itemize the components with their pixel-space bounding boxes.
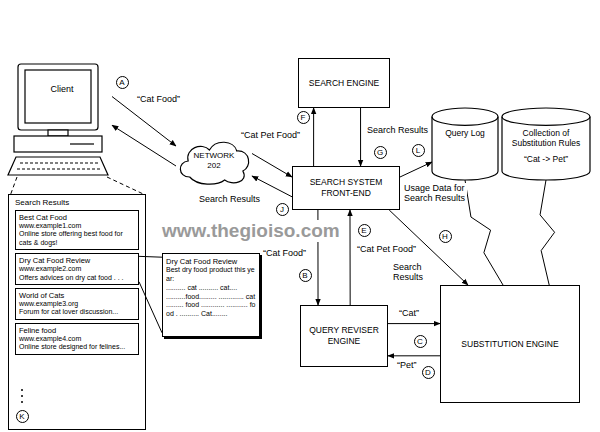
flow-arrow	[139, 282, 162, 333]
node-text: www.example4.com	[19, 335, 135, 343]
cylinder-outline	[432, 108, 498, 180]
node-text: .......... cat .......... cat.... ......…	[166, 284, 256, 319]
lightning-link	[465, 180, 503, 285]
desktop-unit	[14, 136, 102, 152]
edge-label: Search Results	[366, 125, 429, 135]
cylinder-rim	[502, 117, 590, 126]
callout-letter: A	[116, 76, 129, 89]
edge-label: Search Results	[198, 194, 261, 204]
flow-arrow	[400, 162, 432, 177]
callout-letter: L	[412, 144, 425, 157]
cloud-path	[180, 142, 248, 184]
node-text: Best dry food product this year:	[166, 266, 256, 284]
node-text: Online store designed for felines...	[19, 343, 135, 351]
result-entry: World of Catswww.example3.orgForum for c…	[15, 288, 139, 320]
node-text: QUERY REVISER ENGINE	[305, 325, 383, 346]
node-text: Online store offering best food for cats…	[19, 230, 135, 247]
preview-popup: Dry Cat Food ReviewBest dry food product…	[162, 253, 260, 337]
node-text: www.example1.com	[19, 222, 135, 230]
drive-slot	[70, 143, 94, 144]
keyboard	[8, 157, 108, 175]
zoom-line	[107, 177, 143, 194]
node-text: NETWORK 202	[192, 151, 236, 170]
watermark: www.thegioiso.com	[160, 220, 342, 242]
flow-arrow	[139, 256, 162, 258]
database-cylinder: Collection of Substitution Rules “Cat -> …	[502, 108, 590, 180]
process-box: SEARCH SYSTEM FRONT-END	[292, 166, 400, 210]
node-text: Offers advices on dry cat food . . .	[19, 274, 135, 282]
client-computer-drawing	[8, 64, 108, 175]
process-box: SUBSTITUTION ENGINE	[440, 285, 580, 403]
flow-arrow	[112, 125, 176, 166]
node-text: SEARCH ENGINE	[309, 78, 379, 89]
flow-arrow	[388, 355, 440, 356]
edge-label: “Cat Food”	[136, 94, 181, 104]
flow-arrow	[360, 108, 361, 166]
node-text: Search Results	[9, 198, 145, 207]
database-cylinder: Query Log	[432, 108, 498, 180]
node-text: Forum for cat lover discussion...	[19, 308, 135, 316]
result-entry: Best Cat Foodwww.example1.comOnline stor…	[15, 210, 139, 250]
node-text: SUBSTITUTION ENGINE	[461, 339, 558, 350]
node-text: www.example2.com	[19, 265, 135, 273]
edge-label: “Cat Pet Food”	[240, 130, 301, 140]
cylinder-body	[432, 108, 498, 180]
callout-letter: G	[374, 146, 387, 159]
callout-letter: F	[297, 111, 310, 124]
flow-arrow	[252, 154, 292, 178]
callout-letter: J	[276, 203, 289, 216]
flow-arrow	[349, 210, 350, 305]
callout-letter: E	[358, 224, 371, 237]
result-entry: Feline foodwww.example4.comOnline store …	[15, 323, 139, 355]
process-box: QUERY REVISER ENGINE	[300, 305, 388, 367]
node-text: www.example3.org	[19, 300, 135, 308]
edge-label: “Cat Pet Food”	[356, 244, 417, 254]
result-entry: Dry Cat Food Reviewwww.example2.comOffer…	[15, 253, 139, 285]
cylinder-rim	[432, 117, 498, 126]
cylinder-body	[502, 108, 590, 180]
callout-letter: C	[414, 335, 427, 348]
node-text: Client	[12, 84, 112, 94]
node-text: SEARCH SYSTEM FRONT-END	[297, 177, 395, 198]
monitor-screen	[25, 70, 91, 123]
edge-label: Search Results	[392, 262, 434, 283]
edge-label: “Pet”	[396, 360, 418, 370]
edge-label: “Cat”	[398, 308, 420, 318]
node-text: “Cat -> Pet”	[505, 154, 587, 164]
dot	[21, 389, 23, 391]
callout-letter: K	[16, 410, 29, 423]
edge-label: Usage Data for Search Results	[403, 183, 467, 204]
edge-label: “Cat Food”	[262, 248, 307, 258]
flow-arrow	[313, 108, 314, 166]
node-text: World of Cats	[19, 291, 135, 300]
flow-arrow	[388, 323, 440, 324]
keyboard-keys	[17, 163, 102, 169]
node-text: Dry Cat Food Review	[166, 257, 256, 266]
node-text: Dry Cat Food Review	[19, 256, 135, 265]
node-text: Feline food	[19, 326, 135, 335]
process-box: SEARCH ENGINE	[298, 58, 390, 108]
results-panel: Search ResultsBest Cat Foodwww.example1.…	[8, 194, 146, 430]
callout-letter: D	[422, 366, 435, 379]
node-text: Best Cat Food	[19, 213, 135, 222]
callout-letter: H	[439, 230, 452, 243]
dot	[21, 395, 23, 397]
callout-letter: B	[299, 269, 312, 282]
monitor	[18, 64, 98, 130]
node-text: Query Log	[435, 128, 495, 138]
lightning-link	[540, 180, 555, 285]
dot	[21, 401, 23, 403]
network-cloud: NETWORK 202	[176, 136, 252, 186]
zoom-line	[11, 177, 17, 194]
node-text: Collection of Substitution Rules	[505, 128, 587, 148]
monitor-stand	[48, 130, 68, 136]
client-computer: Client	[12, 62, 112, 177]
continuation-dots	[21, 389, 23, 403]
